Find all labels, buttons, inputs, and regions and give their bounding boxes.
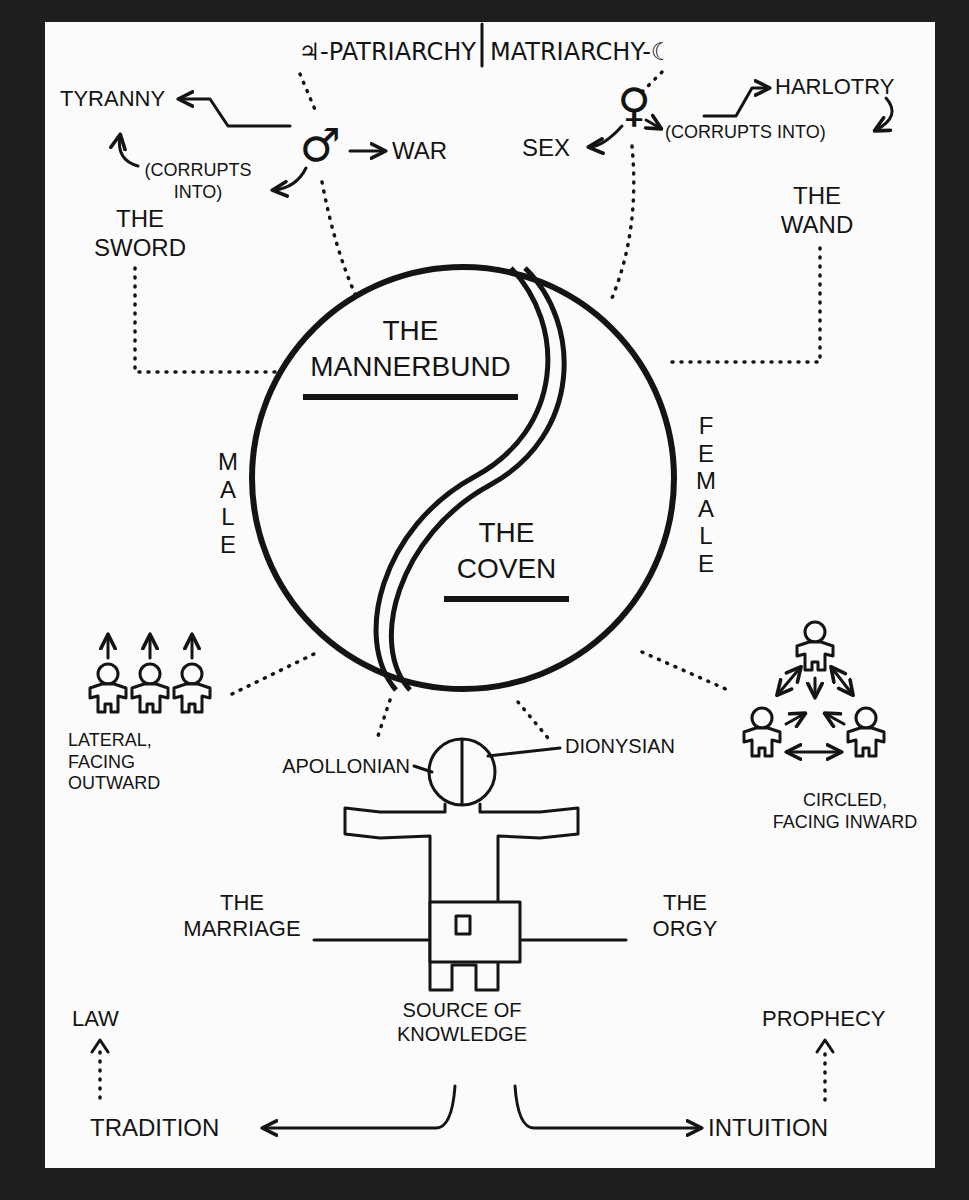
outcome-label: PROPHECY: [762, 1006, 912, 1032]
side-label: MALE: [216, 448, 240, 558]
leader-line: [488, 748, 560, 756]
gender-symbol: ♀: [604, 82, 664, 128]
arrow: [876, 98, 892, 130]
dotted-leader: [612, 146, 634, 298]
knowledge-label: INTUITION: [708, 1114, 878, 1143]
concept-label: SEX: [522, 134, 592, 163]
arrow: [704, 88, 768, 116]
group-title: THE COVEN: [444, 515, 569, 602]
dotted-arrow: [823, 1046, 827, 1100]
dotted-leader: [322, 182, 356, 296]
outcome-label: LAW: [72, 1006, 142, 1032]
dotted-leader: [672, 248, 820, 362]
arrow: [119, 136, 138, 166]
circle-outline: [252, 267, 674, 689]
dotted-leader: [642, 652, 728, 690]
tool-label: THE SWORD: [80, 205, 200, 263]
knowledge-label: TRADITION: [90, 1114, 260, 1143]
dotted-leader: [300, 74, 316, 112]
concept-label: HARLOTRY: [775, 74, 925, 100]
lateral-figures: [90, 636, 210, 712]
arrow: [180, 99, 290, 126]
mind-label: DIONYSIAN: [565, 734, 725, 758]
source-label: SOURCE OF KNOWLEDGE: [394, 998, 530, 1046]
dotted-leader: [232, 652, 318, 694]
dotted-leader: [135, 268, 282, 372]
arrow-head: [92, 1040, 108, 1052]
divider-bar: [481, 24, 484, 66]
arrow: [274, 168, 306, 190]
side-label: FEMALE: [694, 412, 718, 578]
dotted-arrow: [98, 1046, 102, 1098]
leader-line: [314, 939, 428, 942]
arrow: [590, 126, 622, 147]
tool-label: THE WAND: [762, 182, 872, 240]
dotted-leader: [518, 702, 548, 738]
formation-label: LATERAL, FACING OUTWARD: [68, 730, 208, 795]
gender-symbol: ♂: [290, 122, 350, 168]
circled-figures: [744, 622, 884, 756]
arrow: [264, 1086, 455, 1128]
leader-line: [414, 766, 432, 772]
arrow: [350, 150, 384, 153]
note-label: (CORRUPTS INTO): [128, 160, 268, 203]
concept-label: WAR: [392, 137, 482, 166]
node-outline: [248, 263, 678, 693]
arrow: [515, 1086, 700, 1128]
formation-label: CIRCLED, FACING INWARD: [770, 790, 920, 833]
yin-yang-circle: THE MANNERBUND THE COVEN: [248, 263, 678, 693]
dotted-leaders: [100, 72, 820, 1098]
axis-label: MATRIARCHY-☾: [490, 40, 730, 64]
dotted-leader: [100, 1046, 101, 1098]
note-label: (CORRUPTS INTO): [665, 122, 865, 144]
leader-line: [522, 939, 626, 942]
mind-label: APOLLONIAN: [240, 754, 410, 778]
arrow-head: [817, 1040, 833, 1052]
dotted-leader: [376, 700, 390, 742]
axis-label: ♃-PATRIARCHY: [236, 40, 476, 64]
group-title: THE MANNERBUND: [303, 313, 518, 400]
concept-label: TYRANNY: [60, 86, 180, 112]
union-label: THE ORGY: [630, 890, 740, 943]
union-label: THE MARRIAGE: [172, 890, 312, 943]
